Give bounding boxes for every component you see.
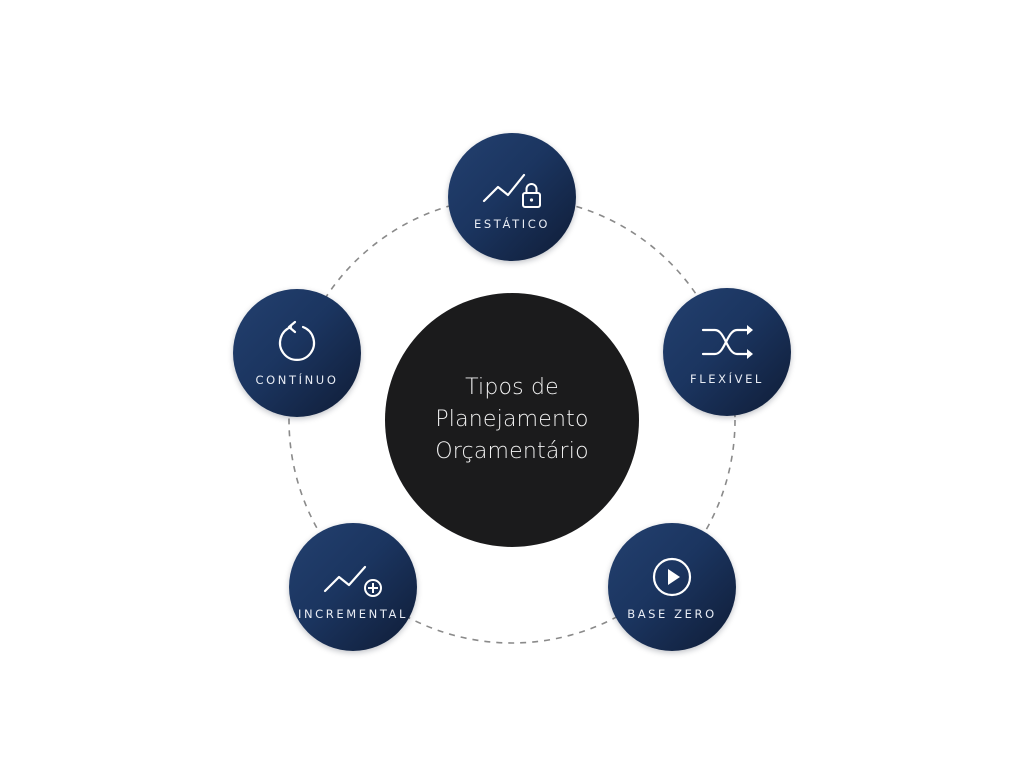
- node-flexivel: FLEXÍVEL: [663, 288, 791, 416]
- node-estatico: ESTÁTICO: [448, 133, 576, 261]
- refresh-icon: [265, 319, 329, 367]
- diagram-title: Tipos de Planejamento Orçamentário: [435, 375, 589, 464]
- node-label: BASE ZERO: [627, 607, 717, 621]
- node-label: ESTÁTICO: [474, 217, 550, 231]
- line-chart-plus-icon: [321, 553, 385, 601]
- node-label: INCREMENTAL: [297, 607, 409, 621]
- line-chart-lock-icon: [480, 163, 544, 211]
- node-continuo: CONTÍNUO: [233, 289, 361, 417]
- node-incremental: INCREMENTAL: [289, 523, 417, 651]
- node-label: CONTÍNUO: [255, 373, 339, 387]
- center-circle: Tipos de Planejamento Orçamentário: [385, 293, 639, 547]
- node-label: FLEXÍVEL: [690, 372, 764, 386]
- play-circle-icon: [640, 553, 704, 601]
- node-basezero: BASE ZERO: [608, 523, 736, 651]
- shuffle-icon: [695, 318, 759, 366]
